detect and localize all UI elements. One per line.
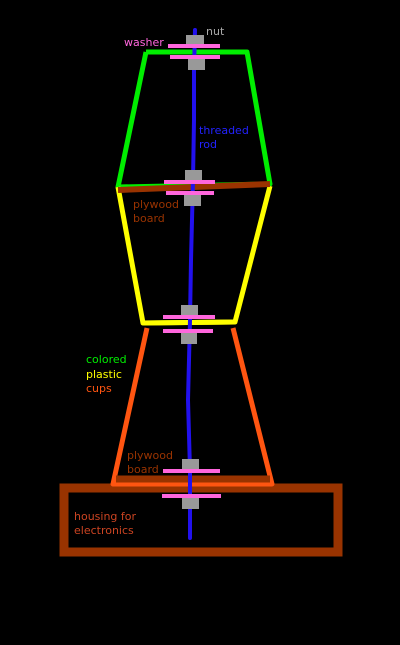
label-plywood-bottom-line2: board <box>127 463 159 476</box>
label-threaded-rod-line1: threaded <box>199 124 249 137</box>
label-plywood-bottom-line1: plywood <box>127 449 173 462</box>
fastener-stack-middle <box>163 305 215 344</box>
fastener-stack-upper-board <box>164 170 215 206</box>
fastener-stack-lower-board <box>162 459 221 509</box>
electronics-housing <box>59 483 343 557</box>
orange-cup <box>110 327 275 487</box>
label-cups-line3: cups <box>86 382 112 395</box>
label-threaded-rod-line2: rod <box>199 138 217 151</box>
label-washer: washer <box>124 36 164 49</box>
washer <box>163 329 213 333</box>
label-housing-line2: electronics <box>74 524 134 537</box>
washer <box>163 315 215 319</box>
washer <box>164 180 215 184</box>
washer <box>168 44 220 48</box>
washer <box>166 191 214 195</box>
nut <box>186 35 204 46</box>
nut <box>184 195 201 206</box>
washer <box>170 55 220 59</box>
washer <box>162 494 221 498</box>
nut <box>188 59 205 70</box>
nut <box>185 170 202 181</box>
label-cups-line1: colored <box>86 353 127 366</box>
label-nut: nut <box>206 25 225 38</box>
label-housing-line1: housing for <box>74 510 137 523</box>
threaded-rod <box>185 28 197 540</box>
nut <box>181 333 197 344</box>
label-cups-line2: plastic <box>86 368 122 381</box>
label-plywood-top-line1: plywood <box>133 198 179 211</box>
fastener-stack-top <box>168 35 220 70</box>
nut <box>182 459 199 470</box>
nut <box>181 305 198 316</box>
label-plywood-top-line2: board <box>133 212 165 225</box>
washer <box>163 469 220 473</box>
nut <box>182 498 199 509</box>
